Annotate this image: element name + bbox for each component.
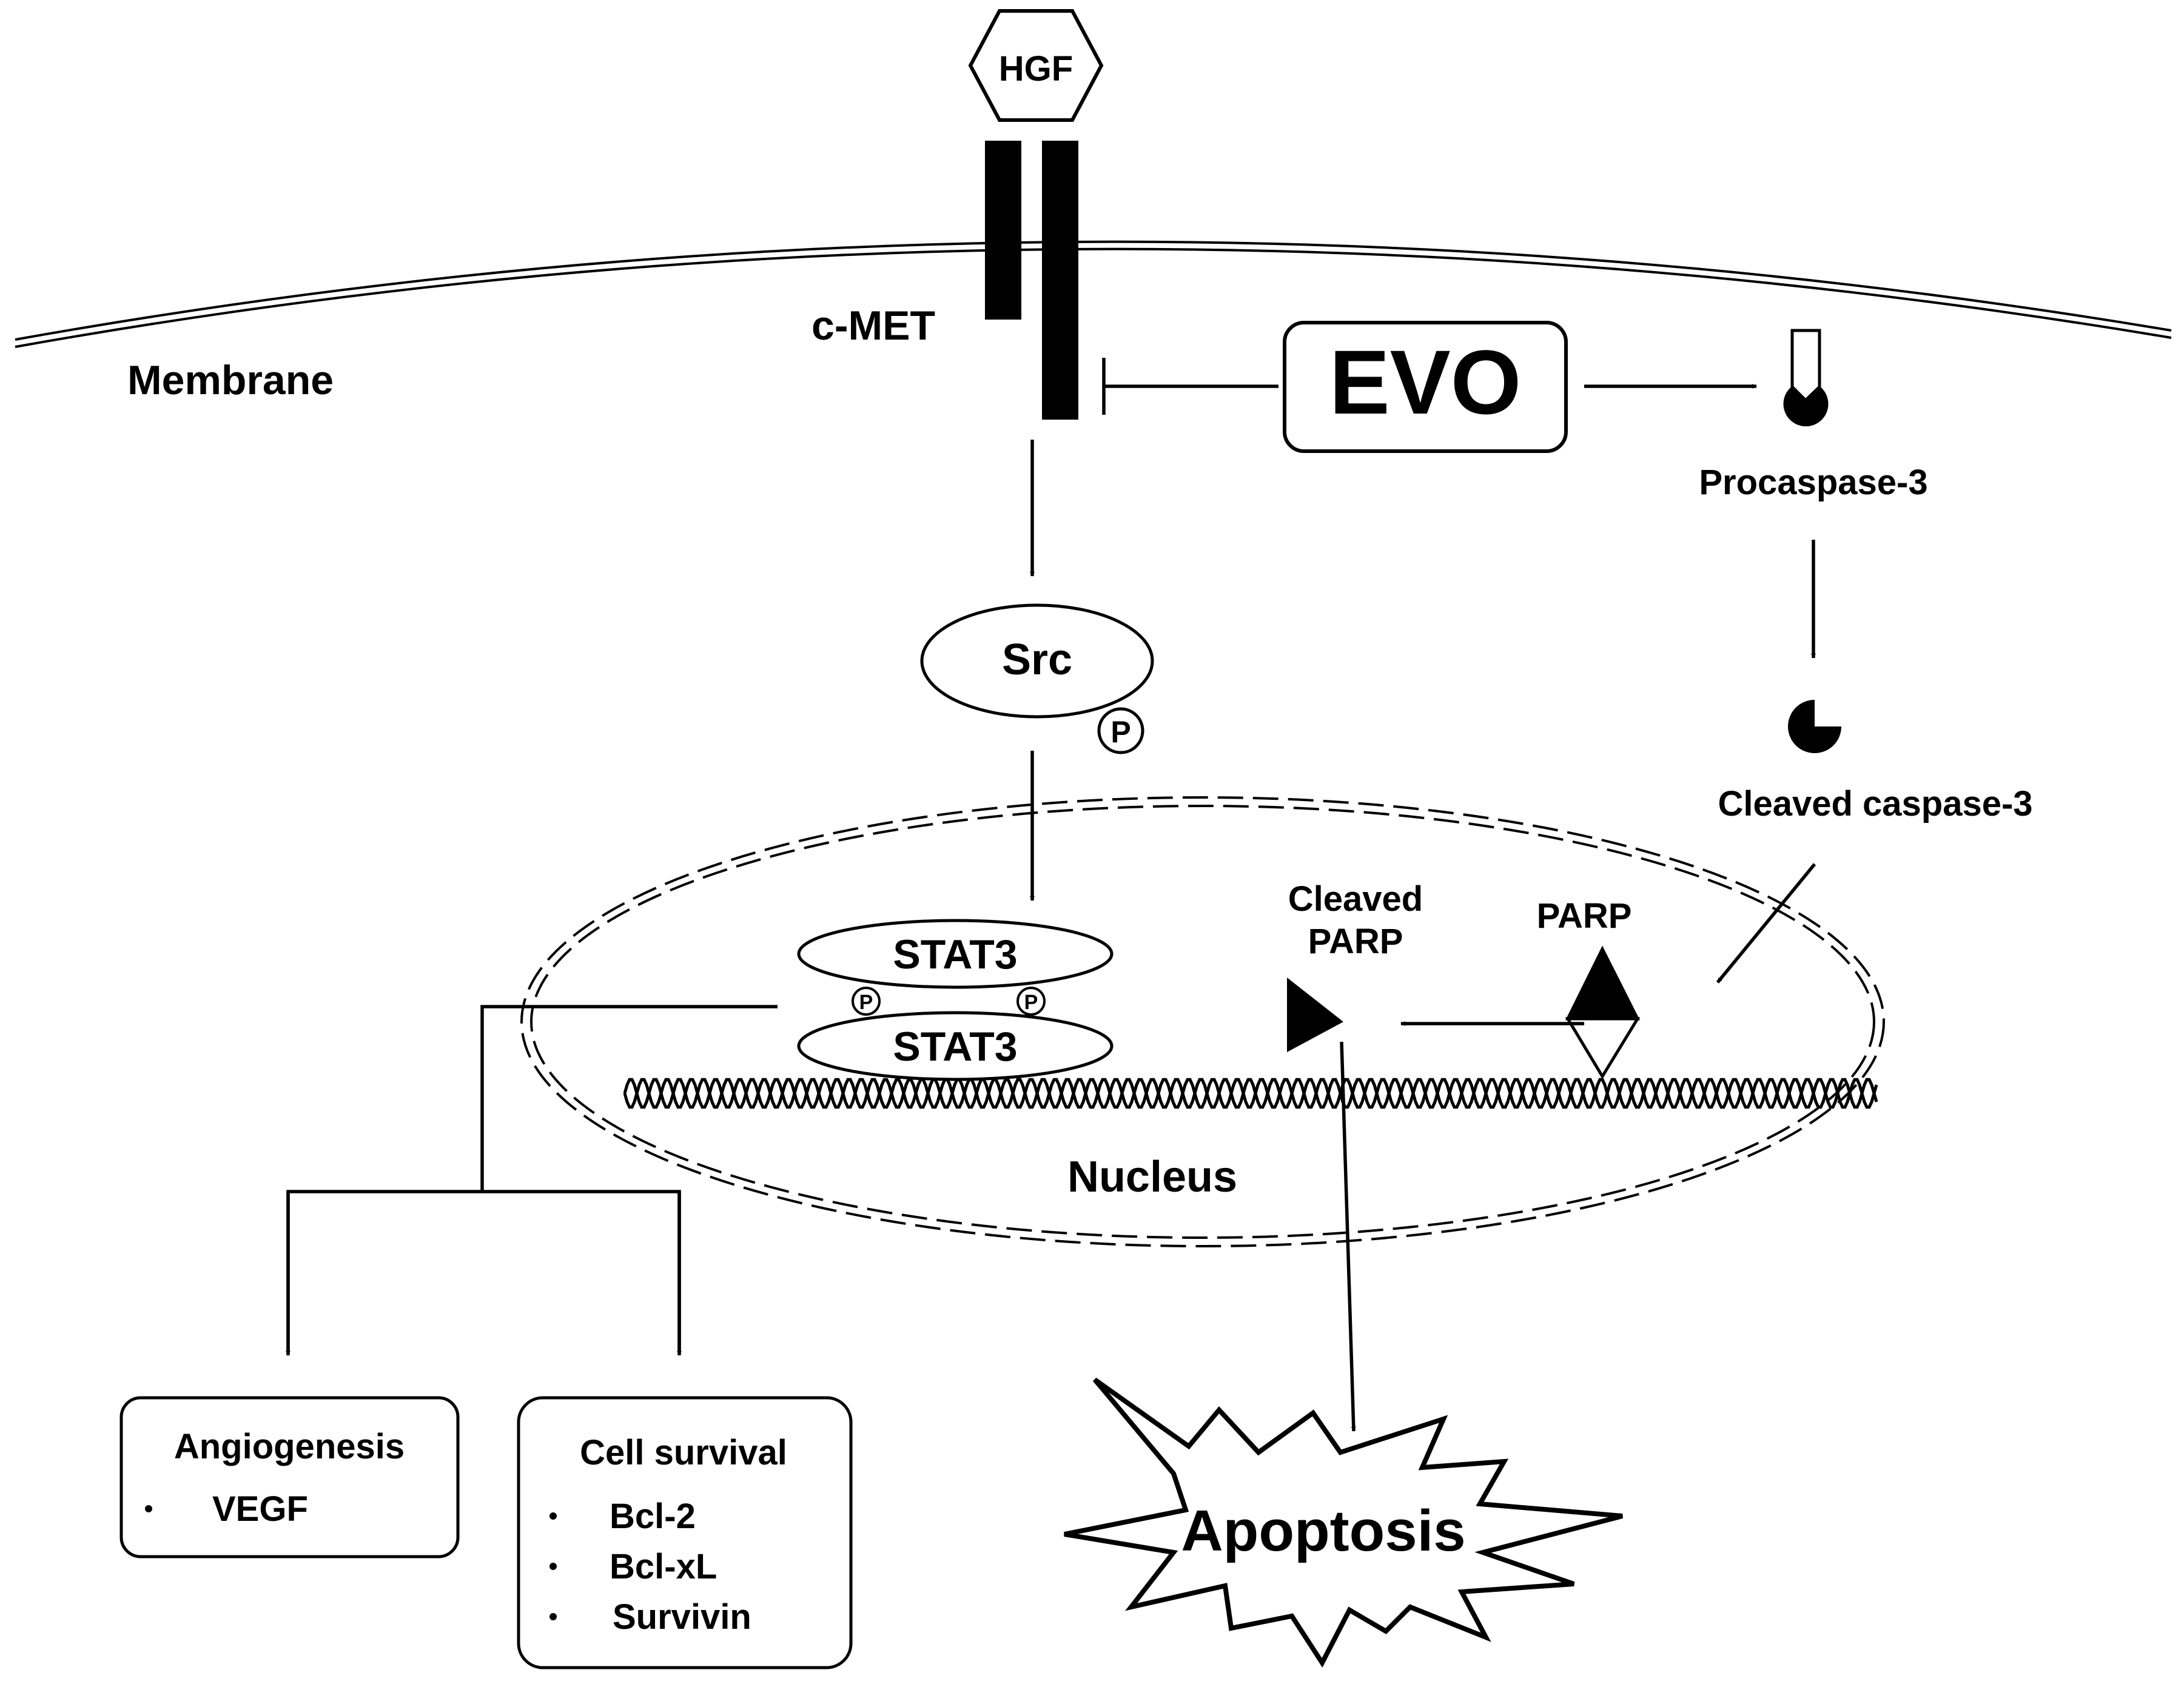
stat3-top-node — [797, 919, 1114, 989]
bullet-icon — [549, 1563, 557, 1570]
bullet-icon — [549, 1512, 557, 1520]
cleaved-parp-to-apoptosis-arrow — [1340, 1041, 1356, 1432]
cleaved-caspase-3-icon — [1788, 700, 1841, 753]
stat3-outcome-connector — [286, 1005, 778, 1356]
parp-icon — [1565, 945, 1641, 1079]
cell-survival-item: Survivin — [613, 1597, 751, 1637]
cell-survival-item: Bcl-xL — [610, 1547, 717, 1586]
src-label: Src — [1002, 636, 1072, 684]
stat3-phosphate-left-icon: P — [852, 987, 881, 1016]
svg-text:P: P — [1110, 715, 1131, 749]
membrane-label: Membrane — [127, 357, 334, 403]
angiogenesis-title: Angiogenesis — [174, 1427, 405, 1466]
nucleus-envelope — [520, 796, 1885, 1247]
evo-inhibits-cmet — [1102, 358, 1278, 415]
procaspase-3-label: Procaspase-3 — [1699, 463, 1927, 502]
nucleus-label: Nucleus — [1067, 1153, 1237, 1201]
stat3-top-label: STAT3 — [893, 931, 1017, 978]
caspase-to-parp-arrow — [1716, 863, 1816, 984]
stat3-bottom-label: STAT3 — [893, 1024, 1017, 1070]
svg-text:P: P — [859, 991, 873, 1014]
cmet-receptor — [985, 141, 1078, 420]
cleaved-caspase-3-label: Cleaved caspase-3 — [1718, 784, 2032, 824]
hgf-ligand: HGF — [968, 9, 1104, 122]
cleaved-parp-icon — [1287, 978, 1343, 1052]
src-node — [920, 603, 1154, 719]
cell-survival-item: Bcl-2 — [610, 1497, 696, 1536]
angiogenesis-box: Angiogenesis VEGF — [119, 1396, 460, 1558]
apoptosis-burst — [1064, 1377, 1624, 1668]
cell-survival-title: Cell survival — [580, 1433, 787, 1472]
stat3-bottom-node — [797, 1011, 1114, 1081]
evo-label: EVO — [1329, 331, 1522, 433]
dna-helix — [623, 1078, 1878, 1109]
apoptosis-label: Apoptosis — [1181, 1498, 1465, 1563]
bullet-icon — [145, 1505, 152, 1512]
hgf-label: HGF — [999, 49, 1073, 89]
evo-box — [1283, 321, 1568, 453]
procaspase-3-icon — [1783, 329, 1829, 427]
cell-membrane — [15, 240, 2172, 348]
svg-text:P: P — [1024, 991, 1038, 1014]
cell-survival-box: Cell survival Bcl-2 Bcl-xL Survivin — [517, 1396, 853, 1669]
cleaved-parp-label-line2: PARP — [1308, 922, 1403, 961]
cleaved-parp-label-line1: Cleaved — [1288, 879, 1423, 919]
stat3-phosphate-right-icon: P — [1016, 987, 1046, 1016]
bullet-icon — [549, 1613, 557, 1620]
angiogenesis-item: VEGF — [212, 1489, 308, 1529]
parp-label: PARP — [1537, 896, 1632, 936]
src-phosphate-icon: P — [1097, 707, 1144, 754]
cmet-label: c-MET — [811, 303, 935, 349]
